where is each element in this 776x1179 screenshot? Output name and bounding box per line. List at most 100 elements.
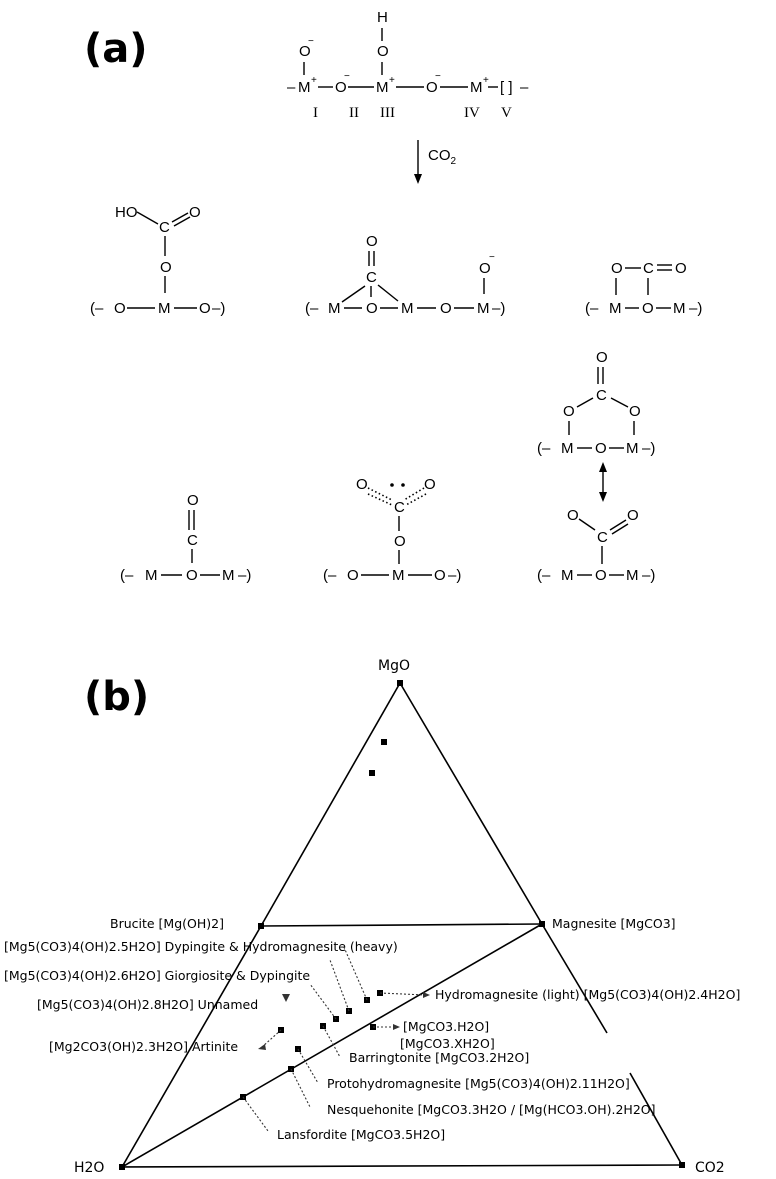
- resonance-arrow-head-down: [599, 492, 607, 502]
- vertex-label-mgo: MgO: [378, 658, 410, 674]
- dash-right: –: [520, 79, 529, 96]
- edge-mgo-brucite: [260, 682, 401, 927]
- delocal-dot-1: [390, 483, 394, 487]
- atom-M-center: M: [401, 300, 414, 317]
- vertex-label-co2: CO2: [695, 1160, 725, 1176]
- bond-dotted-left-2: [367, 493, 393, 506]
- dash-left: –: [287, 79, 296, 96]
- leader-hydromag-light: [379, 992, 426, 996]
- atom-O-top: O: [366, 233, 378, 250]
- lower-subtriangle: [121, 923, 683, 1168]
- atom-O-bridge: O: [394, 533, 406, 550]
- bond-O-C: [578, 518, 596, 531]
- vertex-marker-brucite: [258, 923, 264, 929]
- atom-O-double: O: [189, 204, 201, 221]
- species-resonance-partner: O C O (– M O M –): [537, 507, 655, 584]
- bond-C-O-double-b: [611, 523, 629, 535]
- atom-O-ring: O: [611, 260, 623, 277]
- label-mgco3-h2o: [MgCO3.H2O]: [403, 1019, 489, 1034]
- surface-right: –): [689, 300, 702, 317]
- atom-O-bridge: O: [160, 259, 172, 276]
- charge-plus-I: +: [311, 75, 317, 86]
- atom-O-left-surface: O: [347, 567, 359, 584]
- bond-HO-C: [136, 211, 159, 225]
- panel-b-label: (b): [84, 674, 149, 720]
- bond-C-M-left: [341, 285, 366, 303]
- bond-C-M-right: [377, 284, 399, 302]
- vertex-marker-mgo: [397, 680, 403, 686]
- label-giorgiosite: [Mg5(CO3)4(OH)2.6H2O] Giorgiosite & Dypi…: [4, 968, 310, 983]
- surface-right: –): [642, 440, 655, 457]
- surface-left: (–: [323, 567, 337, 584]
- co2-reaction-arrow: CO2: [414, 140, 457, 184]
- surface-right: –): [238, 567, 251, 584]
- atom-O-left: O: [114, 300, 126, 317]
- panel-b: (b) MgO H2O CO2: [4, 658, 740, 1176]
- label-dypingite-hydromagnesite: [Mg5(CO3)4(OH)2.5H2O] Dypingite & Hydrom…: [4, 939, 398, 954]
- atom-O-top: O: [187, 492, 199, 509]
- vacancy-V: [ ]: [500, 79, 513, 96]
- vertex-marker-magnesite: [539, 921, 545, 927]
- species-bridged-carbonate: O C (– M O M O M O − –): [305, 233, 505, 317]
- resonance-arrow: [599, 462, 607, 502]
- atom-C: C: [596, 387, 607, 404]
- label-lansfordite: Lansfordite [MgCO3.5H2O]: [277, 1127, 445, 1142]
- atom-O-bottom: O: [642, 300, 654, 317]
- atom-O-double: O: [675, 260, 687, 277]
- leader-giorgiosite: [329, 959, 350, 1012]
- delocal-dot-2: [401, 483, 405, 487]
- atom-C: C: [394, 499, 405, 516]
- surface-left: (–: [585, 300, 599, 317]
- atom-M-right: M: [673, 300, 686, 317]
- atom-M-left: M: [561, 567, 574, 584]
- atom-M-right: M: [626, 440, 639, 457]
- leader-arrow-mgco3: [393, 1024, 400, 1030]
- atom-O-I: O: [299, 43, 311, 60]
- phase-markers: [240, 739, 387, 1100]
- site-label-II: II: [349, 105, 359, 121]
- atom-O-terminal: O: [479, 260, 491, 277]
- leader-lansfordite: [242, 1096, 269, 1132]
- bond-dotted-right-2: [405, 493, 427, 506]
- atom-M: M: [392, 567, 405, 584]
- atom-C: C: [159, 219, 170, 236]
- site-label-I: I: [313, 105, 318, 121]
- surface-right: –): [212, 300, 225, 317]
- atom-C: C: [597, 529, 608, 546]
- leader-arrow-down: [282, 994, 290, 1002]
- species-bridging-ring: O C O O (– M O M –): [537, 349, 655, 457]
- species-bridging-bidentate: O C (– M O M –): [120, 492, 251, 584]
- species-bidentate-ring: O C O (– M O M –): [585, 260, 702, 317]
- charge-minus-IV: −: [435, 71, 441, 82]
- vertices: MgO H2O CO2: [74, 658, 725, 1176]
- vertex-marker-h2o: [119, 1164, 125, 1170]
- label-protohydromagnesite: Protohydromagnesite [Mg5(CO3)4(OH)2.11H2…: [327, 1076, 630, 1091]
- vertex-marker-co2: [679, 1162, 685, 1168]
- surface-left: (–: [537, 567, 551, 584]
- site-label-III: III: [380, 105, 395, 121]
- label-mgco3-xh2o: [MgCO3.XH2O]: [400, 1036, 495, 1051]
- atom-HO: HO: [115, 204, 138, 221]
- label-barringtonite: Barringtonite [MgCO3.2H2O]: [349, 1050, 529, 1065]
- leader-barringtonite: [322, 1025, 341, 1058]
- edge-magnesite-co2-upper: [541, 923, 608, 1034]
- atom-C: C: [366, 269, 377, 286]
- atom-O-left: O: [356, 476, 368, 493]
- atom-O-left: O: [563, 403, 575, 420]
- marker-mgco3-h2o: [381, 739, 387, 745]
- atom-O-II: O: [335, 79, 347, 96]
- atom-M-I: M: [298, 79, 311, 96]
- site-label-V: V: [501, 105, 512, 121]
- atom-O-right-surface: O: [434, 567, 446, 584]
- charge-minus-II: −: [344, 71, 350, 82]
- leader-lines: [242, 944, 430, 1132]
- atom-O-bottom: O: [186, 567, 198, 584]
- atom-O-2: O: [440, 300, 452, 317]
- resonance-arrow-head-up: [599, 462, 607, 472]
- surface-right: –): [448, 567, 461, 584]
- atom-M-right: M: [626, 567, 639, 584]
- leader-protohydro: [297, 1048, 319, 1084]
- leader-nesquehonite: [290, 1068, 311, 1108]
- edge-brucite-magnesite: [260, 923, 543, 927]
